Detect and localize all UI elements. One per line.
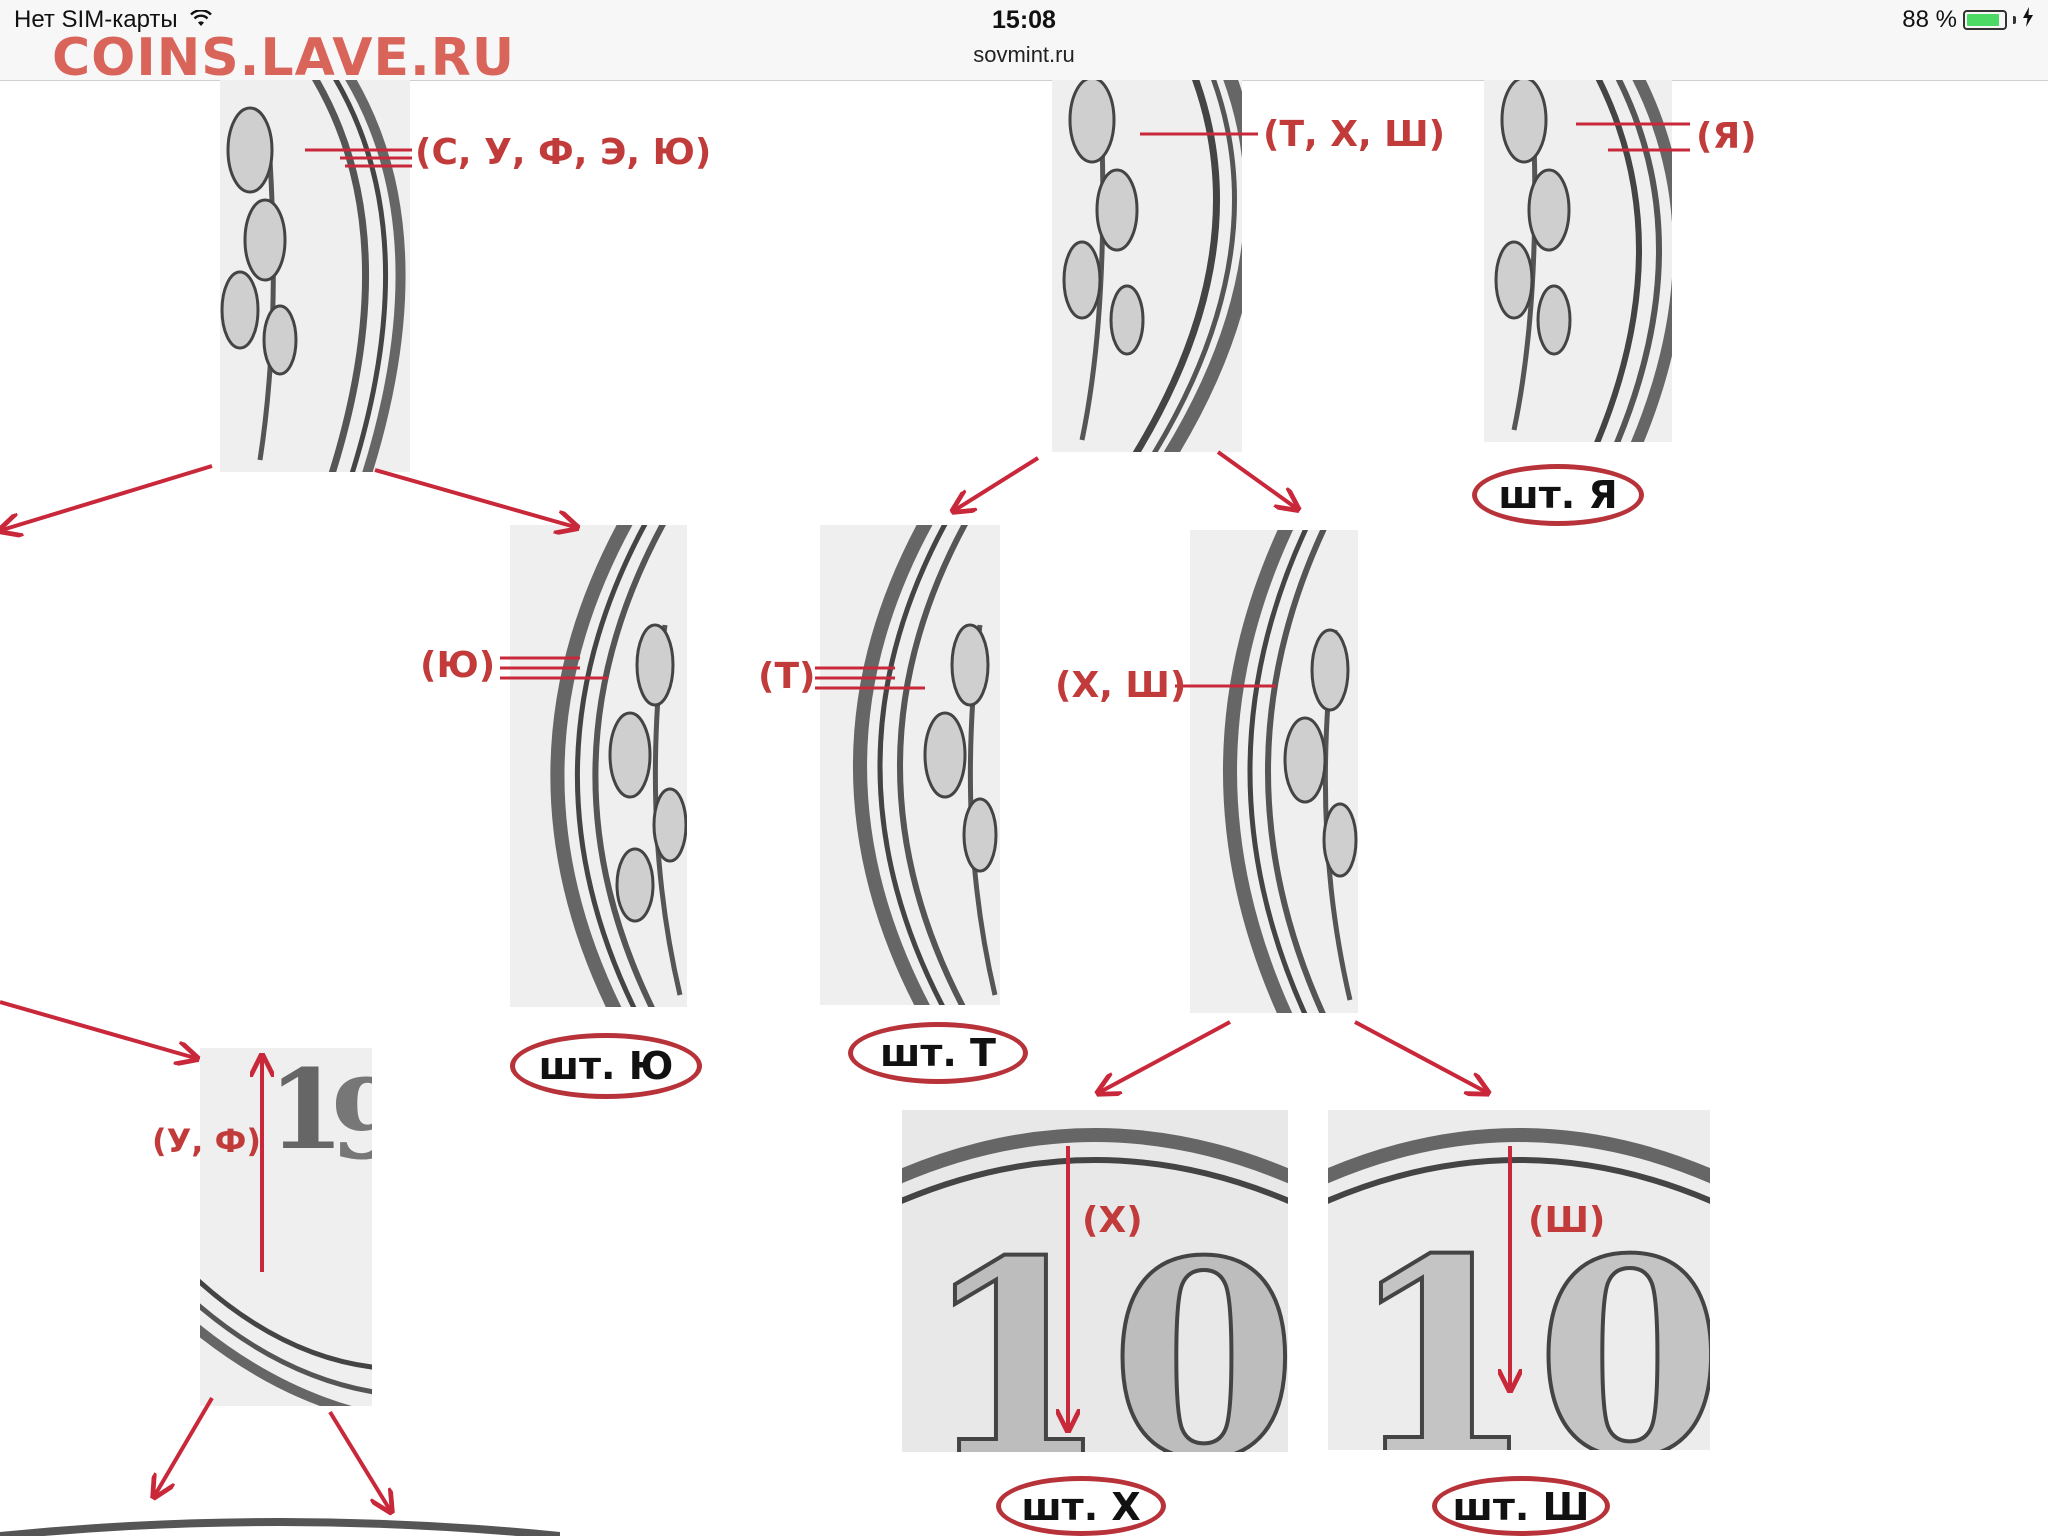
label-sh: (Ш) [1528, 1200, 1606, 1241]
coin-rim-top-left [220, 80, 410, 472]
die-label-kh: шт. Х [996, 1476, 1166, 1536]
carrier-status: Нет SIM-карты [14, 6, 213, 35]
label-kh-sh: (Х, Ш) [1055, 665, 1187, 706]
carrier-text: Нет SIM-карты [14, 6, 178, 33]
battery-fill [1967, 14, 1999, 26]
die-label-sh: шт. Ш [1432, 1476, 1610, 1536]
svg-text:10: 10 [1348, 1199, 1710, 1450]
address-url[interactable]: sovmint.ru [973, 42, 1075, 67]
battery-icon [1963, 10, 2007, 30]
svg-text:10: 10 [922, 1201, 1288, 1452]
coin-rim-kh-sh [1190, 530, 1358, 1013]
battery-tip [2013, 16, 2016, 24]
label-top-mid: (Т, Х, Ш) [1263, 114, 1446, 155]
label-kh: (Х) [1082, 1200, 1143, 1241]
coin-ten-sh: 10 [1328, 1110, 1710, 1450]
label-yu: (Ю) [420, 645, 496, 686]
label-u-f: (У, Ф) [152, 1122, 261, 1160]
coin-rim-top-mid [1052, 80, 1242, 452]
arrow-to-left [2, 464, 213, 530]
wifi-icon [190, 7, 213, 35]
coin-rim-yu [510, 525, 687, 1007]
arrow-to-u-f [0, 1000, 195, 1058]
clock: 15:08 [992, 6, 1056, 34]
battery-status: 88 % [1902, 6, 2034, 34]
coin-rim-top-right [1484, 80, 1672, 442]
svg-text:1: 1 [268, 1048, 345, 1174]
battery-percent: 88 % [1902, 6, 1957, 33]
arrow-to-kh-sh [1216, 450, 1296, 508]
label-t: (Т) [758, 656, 816, 697]
coin-ten-kh: 10 [902, 1110, 1288, 1452]
status-bar: Нет SIM-карты 15:08 sovmint.ru 88 % [0, 0, 2048, 81]
svg-text:9: 9 [330, 1055, 372, 1184]
arrow-down-left [155, 1396, 214, 1495]
arrow-to-t [955, 456, 1040, 510]
label-top-right: (Я) [1696, 116, 1757, 157]
die-label-t: шт. Т [848, 1022, 1028, 1084]
arrow-down-right [328, 1410, 390, 1510]
arrow-to-sh [1354, 1020, 1486, 1092]
coin-fragment-1-u-f: 1 9 [200, 1048, 372, 1406]
die-label-yu: шт. Ю [510, 1033, 702, 1099]
die-label-ya: шт. Я [1472, 464, 1644, 526]
coin-fragment-bottom-left [0, 1508, 560, 1536]
coin-rim-t [820, 525, 1000, 1005]
charging-icon [2022, 6, 2034, 34]
arrow-to-kh [1100, 1020, 1231, 1092]
label-top-left: (С, У, Ф, Э, Ю) [415, 132, 712, 173]
arrow-to-yu [374, 468, 575, 527]
site-logo: COINS.LAVE.RU [52, 28, 516, 88]
